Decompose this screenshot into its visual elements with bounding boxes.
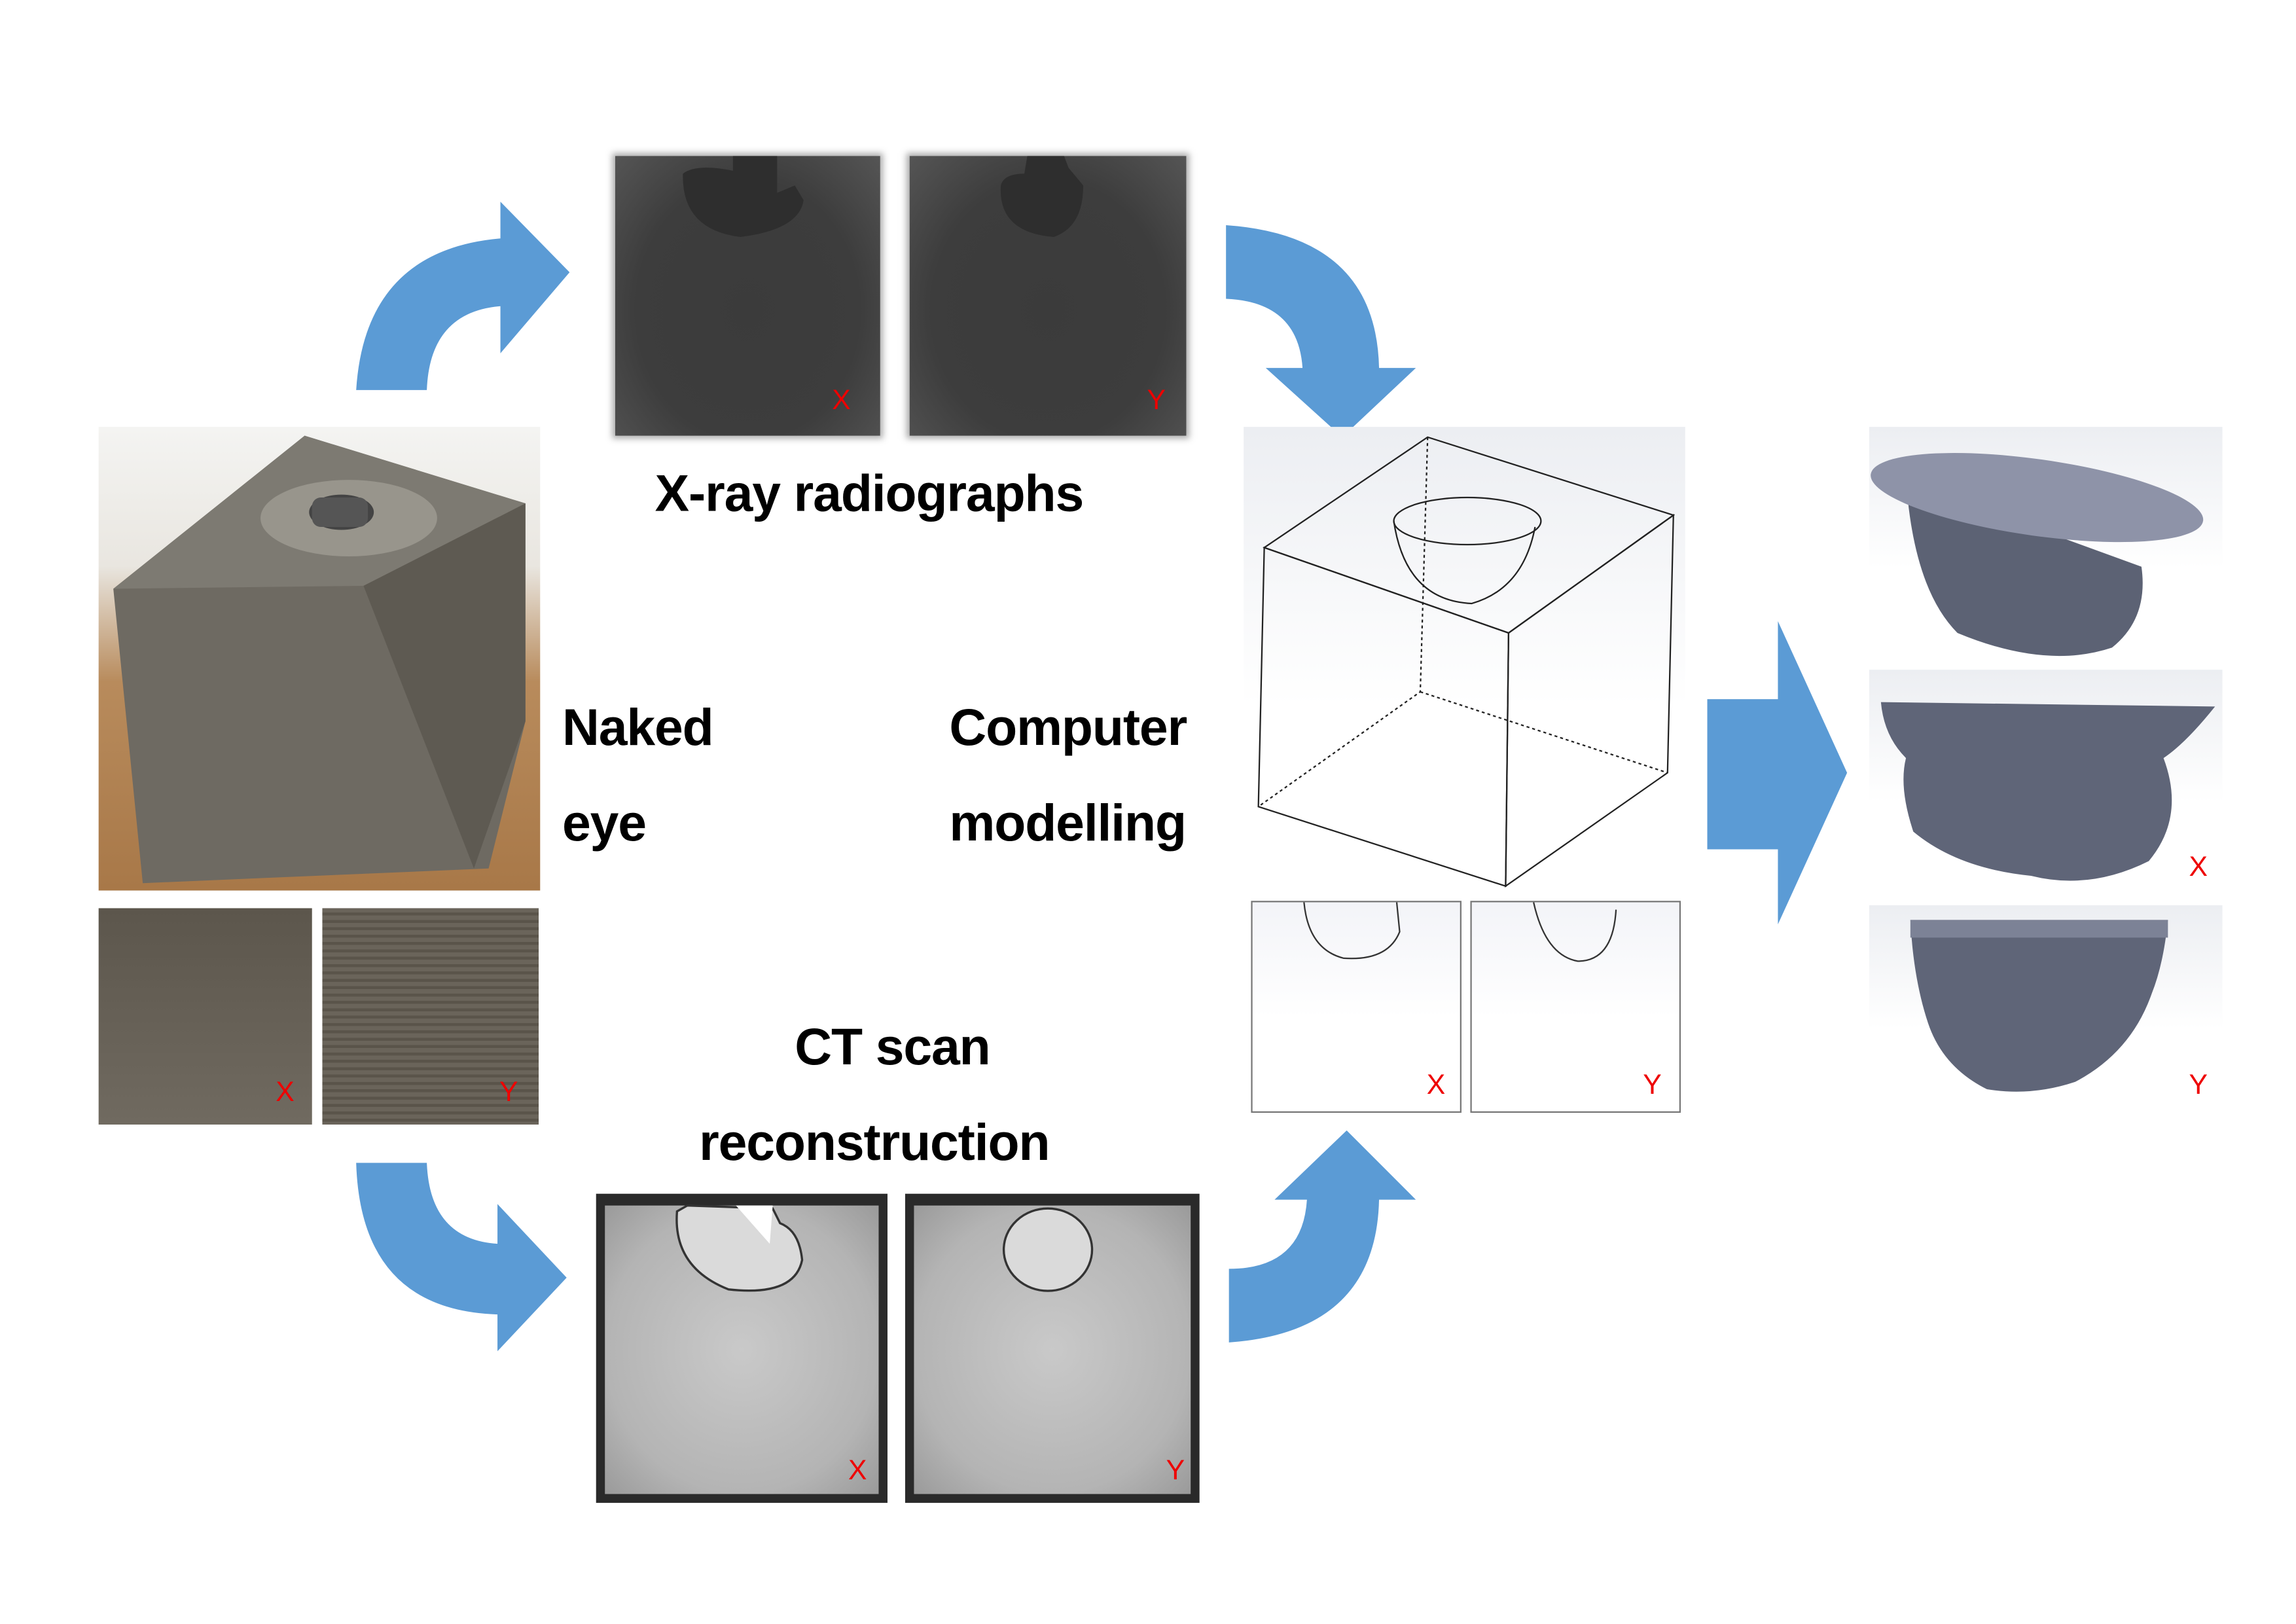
- arrow-to-xray: [356, 202, 570, 390]
- axis-label-y: Y: [2189, 1070, 2208, 1102]
- axis-label-y: Y: [1643, 1070, 1662, 1102]
- xray-image-x: X: [615, 156, 880, 436]
- sample-side-y: Y: [322, 908, 539, 1125]
- naked-eye-line2: eye: [562, 795, 647, 852]
- axis-label-x: X: [2189, 852, 2208, 884]
- axis-label-y: Y: [1147, 386, 1166, 417]
- arrow-to-ct: [356, 1163, 567, 1352]
- arrow-xray-to-model: [1226, 225, 1416, 437]
- arrow-ct-to-model: [1229, 1130, 1416, 1343]
- sample-photo: [98, 427, 541, 891]
- xray-image-y: Y: [909, 156, 1187, 436]
- computer-modelling-line2: modelling: [949, 795, 1187, 852]
- crater-3d-view: [1869, 427, 2223, 662]
- axis-label-y: Y: [499, 1077, 518, 1109]
- sample-side-x: X: [98, 908, 312, 1125]
- ct-title-line2: reconstruction: [699, 1114, 1050, 1172]
- axis-label-y: Y: [1166, 1455, 1185, 1487]
- crater-view-x: X: [1869, 670, 2223, 891]
- cad-section-y: Y: [1470, 901, 1681, 1113]
- axis-label-x: X: [848, 1455, 867, 1487]
- naked-eye-line1: Naked: [562, 699, 714, 757]
- ct-slice-y: Y: [905, 1193, 1200, 1503]
- xray-title: X-ray radiographs: [655, 465, 1085, 523]
- axis-label-x: X: [832, 386, 851, 417]
- cad-section-x: X: [1251, 901, 1462, 1113]
- axis-label-x: X: [1426, 1070, 1446, 1102]
- crater-view-y: Y: [1869, 905, 2223, 1111]
- computer-modelling-line1: Computer: [949, 699, 1187, 757]
- axis-label-x: X: [276, 1077, 295, 1109]
- cad-model-3d: [1244, 427, 1685, 891]
- ct-title-line1: CT scan: [795, 1019, 990, 1076]
- arrow-to-3d-shapes: [1707, 621, 1848, 925]
- ct-slice-x: X: [596, 1193, 888, 1503]
